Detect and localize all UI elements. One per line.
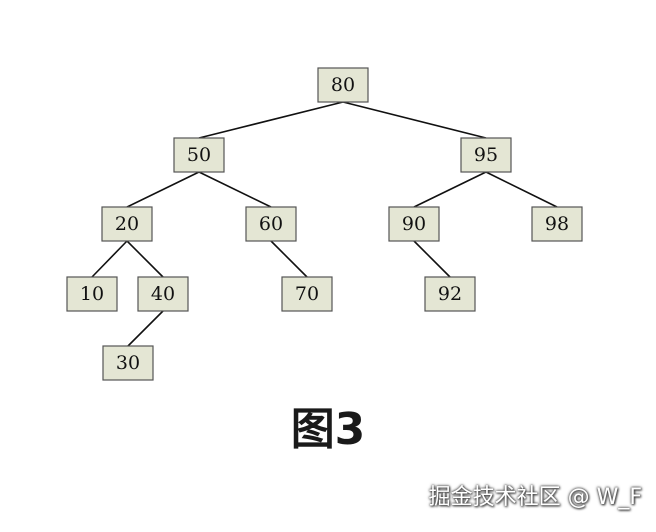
node-box	[281, 276, 333, 312]
edge-n95-n98	[485, 171, 558, 208]
node-label: 70	[295, 283, 319, 305]
node-box	[102, 345, 154, 381]
node-box	[66, 276, 118, 312]
nodes-layer: 80 50 95 20 60 90 98 10 40 70 92 30	[66, 67, 583, 381]
edge-n20-n40	[126, 240, 164, 278]
edge-n80-n95	[342, 101, 487, 139]
tree-node-98: 98	[531, 206, 583, 242]
node-box	[317, 67, 369, 103]
tree-node-60: 60	[245, 206, 297, 242]
edge-n20-n10	[91, 240, 128, 278]
tree-node-92: 92	[424, 276, 476, 312]
edges-layer	[91, 101, 558, 347]
node-label: 20	[115, 213, 139, 235]
edge-n90-n92	[413, 240, 451, 278]
edge-n80-n50	[198, 101, 344, 139]
node-box	[460, 137, 512, 173]
figure-caption: 图3	[290, 404, 366, 455]
edge-n95-n90	[413, 171, 487, 208]
node-label: 10	[80, 283, 104, 305]
node-label: 92	[438, 283, 462, 305]
node-box	[137, 276, 189, 312]
tree-node-90: 90	[388, 206, 440, 242]
node-label: 80	[331, 74, 355, 96]
node-label: 30	[116, 352, 140, 374]
tree-node-95: 95	[460, 137, 512, 173]
tree-node-40: 40	[137, 276, 189, 312]
tree-node-50: 50	[173, 137, 225, 173]
edge-n50-n60	[198, 171, 272, 208]
node-label: 40	[151, 283, 175, 305]
tree-node-30: 30	[102, 345, 154, 381]
node-box	[101, 206, 153, 242]
node-box	[531, 206, 583, 242]
node-label: 98	[545, 213, 569, 235]
tree-node-70: 70	[281, 276, 333, 312]
node-box	[173, 137, 225, 173]
tree-diagram: 80 50 95 20 60 90 98 10 40 70 92 30	[66, 67, 583, 381]
tree-node-80: 80	[317, 67, 369, 103]
node-box	[424, 276, 476, 312]
node-label: 90	[402, 213, 426, 235]
tree-node-20: 20	[101, 206, 153, 242]
watermark: 掘金技术社区 @ W_F	[428, 485, 642, 510]
node-box	[245, 206, 297, 242]
node-label: 50	[187, 144, 211, 166]
edge-n40-n30	[127, 310, 164, 347]
tree-node-10: 10	[66, 276, 118, 312]
node-label: 95	[474, 144, 498, 166]
node-label: 60	[259, 213, 283, 235]
node-box	[388, 206, 440, 242]
edge-n60-n70	[270, 240, 308, 278]
edge-n50-n20	[126, 171, 200, 208]
